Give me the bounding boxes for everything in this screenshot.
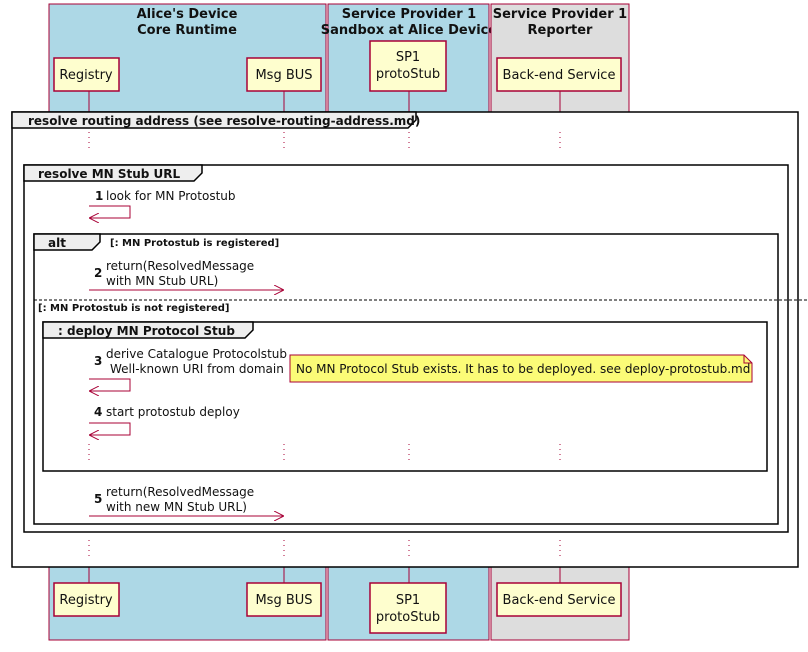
- message-1-arrow: [89, 205, 131, 218]
- frame-deploy: : deploy MN Protocol Stub: [42, 321, 768, 472]
- message-2-label-line2: with MN Stub URL): [106, 274, 218, 288]
- participant-backend-top[interactable]: [496, 57, 622, 92]
- message-2-number: 2: [94, 266, 102, 280]
- message-3-label-line1: derive Catalogue Protocolstub: [106, 347, 287, 361]
- box-title-alice-line1: Alice's Device: [137, 7, 238, 22]
- alt-guard-registered: [: MN Protostub is registered]: [110, 238, 279, 249]
- message-2-label-line1: return(ResolvedMessage: [106, 259, 254, 273]
- box-title-reporter-line1: Service Provider 1: [493, 7, 627, 22]
- participants-top: Registry Msg BUS SP1 protoStub Back-end …: [53, 40, 622, 92]
- message-3-arrow: [89, 378, 131, 391]
- message-1-number: 1: [95, 189, 103, 203]
- frame-label-alt: alt: [48, 236, 66, 250]
- message-4: 4 start protostub deploy: [89, 405, 240, 435]
- participants-bottom: Registry Msg BUS SP1 protoStub Back-end …: [53, 582, 622, 634]
- message-3-number: 3: [94, 354, 102, 368]
- participant-protostub-bottom[interactable]: [369, 582, 447, 634]
- participant-backend-bottom[interactable]: [496, 582, 622, 617]
- message-5: 5 return(ResolvedMessage with new MN Stu…: [89, 485, 283, 516]
- alt-guard-not-registered: [: MN Protostub is not registered]: [38, 303, 230, 314]
- message-4-arrow: [89, 422, 131, 435]
- message-3-label-line2: Well-known URI from domain: [110, 362, 284, 376]
- participant-protostub-top-label-2: protoStub: [376, 67, 440, 82]
- message-2: 2 return(ResolvedMessage with MN Stub UR…: [89, 259, 283, 290]
- participant-protostub-top-label-1: SP1: [396, 50, 420, 65]
- message-5-label-line2: with new MN Stub URL): [106, 500, 247, 514]
- participant-msgbus-top-label: Msg BUS: [255, 68, 312, 83]
- participant-backend-top-label: Back-end Service: [503, 68, 616, 83]
- message-4-label: start protostub deploy: [106, 405, 240, 419]
- message-1: 1 look for MN Protostub: [89, 189, 236, 218]
- participant-msgbus-top[interactable]: [246, 57, 322, 92]
- participant-registry-bottom[interactable]: [53, 582, 120, 617]
- participant-msgbus-bottom[interactable]: [246, 582, 322, 617]
- message-4-number: 4: [94, 405, 102, 419]
- participant-registry-top-label: Registry: [59, 68, 113, 83]
- frame-label-deploy: : deploy MN Protocol Stub: [58, 324, 235, 338]
- box-title-sandbox-line1: Service Provider 1: [342, 7, 476, 22]
- participant-registry-top[interactable]: [53, 57, 120, 92]
- participant-registry-bottom-label: Registry: [59, 593, 113, 608]
- message-1-label: look for MN Protostub: [106, 189, 236, 203]
- note-text: No MN Protocol Stub exists. It has to be…: [296, 362, 750, 376]
- box-title-reporter-line2: Reporter: [528, 23, 594, 38]
- box-title-sandbox-line2: Sandbox at Alice Device: [321, 23, 498, 38]
- frame-label-resolve-stub-url: resolve MN Stub URL: [38, 167, 181, 181]
- participant-protostub-bottom-label-1: SP1: [396, 593, 420, 608]
- message-5-label-line1: return(ResolvedMessage: [106, 485, 254, 499]
- participant-msgbus-bottom-label: Msg BUS: [255, 593, 312, 608]
- note: No MN Protocol Stub exists. It has to be…: [289, 354, 753, 383]
- frame-label-resolve-routing: resolve routing address (see resolve-rou…: [28, 114, 420, 128]
- lifeline-dots: [88, 132, 561, 558]
- participant-backend-bottom-label: Back-end Service: [503, 593, 616, 608]
- message-3: 3 derive Catalogue Protocolstub Well-kno…: [89, 347, 287, 391]
- participant-protostub-bottom-label-2: protoStub: [376, 610, 440, 625]
- box-title-alice-line2: Core Runtime: [137, 23, 237, 38]
- message-5-number: 5: [94, 492, 102, 506]
- participant-protostub-top[interactable]: [369, 40, 447, 92]
